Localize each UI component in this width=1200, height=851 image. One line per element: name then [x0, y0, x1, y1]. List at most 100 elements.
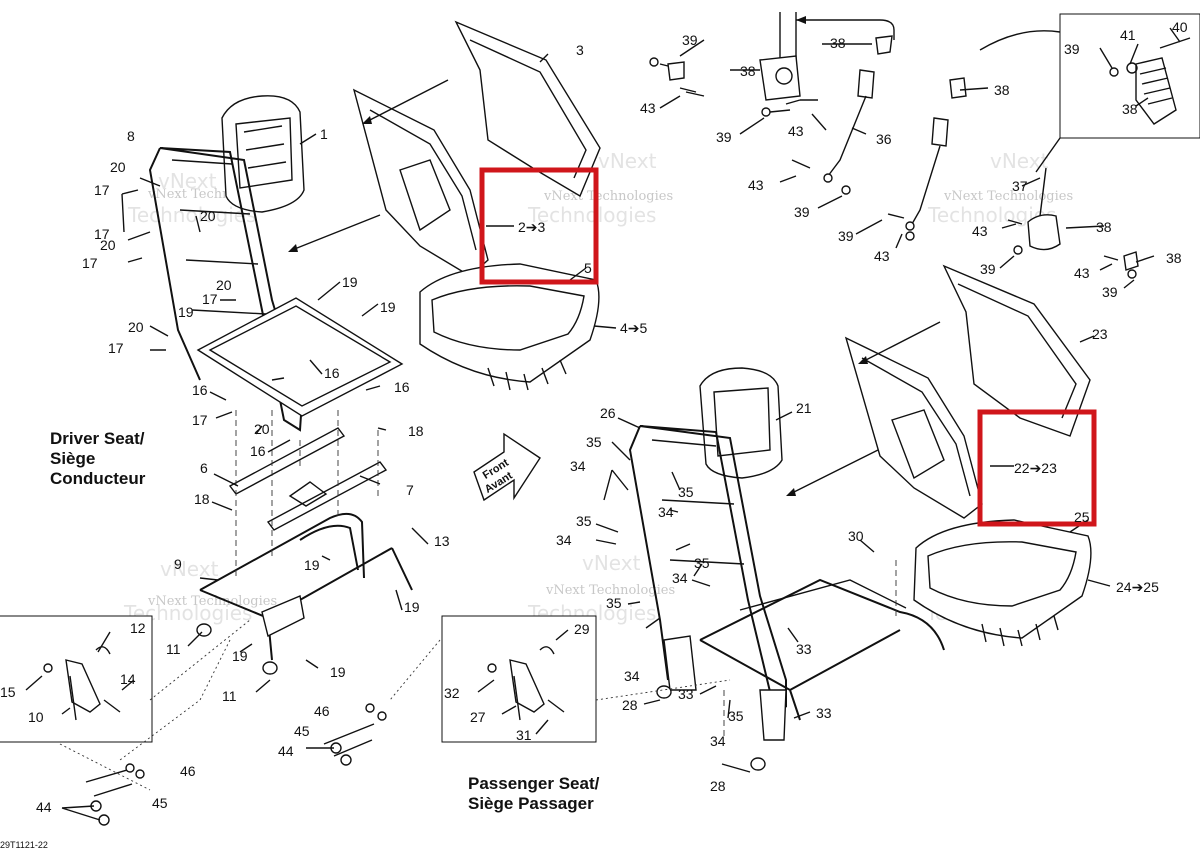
- passenger-seat-back-shell: [844, 336, 983, 519]
- belt-webbing: [1039, 167, 1047, 217]
- driver-rail-latch: [288, 481, 328, 507]
- belt-route-line: [979, 30, 1061, 51]
- seat-belt-assembly: [649, 12, 1200, 279]
- part-label: 15: [0, 684, 16, 700]
- passenger-seat-title: Siège Passager: [468, 794, 594, 813]
- nut: [649, 57, 659, 67]
- belt-anchor-ribs: [1139, 67, 1173, 105]
- part-label: 43: [640, 100, 656, 116]
- driver-support-tube: [299, 524, 359, 571]
- driver-seat-cushion-ribs: [487, 359, 567, 391]
- part-label: 23: [1092, 326, 1108, 342]
- passenger-seat-back-cover: [942, 264, 1091, 437]
- washer: [1126, 62, 1138, 74]
- watermark: vNext Technologies: [545, 583, 675, 598]
- part-label: 39: [794, 204, 810, 220]
- part-label: 35: [678, 484, 694, 500]
- arrow-head: [858, 356, 868, 364]
- bolt-head: [365, 703, 375, 713]
- nut: [1127, 269, 1137, 279]
- passenger-seat-cushion-ribs: [981, 615, 1059, 647]
- part-label: 22➔23: [1014, 460, 1057, 476]
- part-label: 17: [192, 412, 208, 428]
- nut: [98, 814, 110, 826]
- part-label: 11: [166, 641, 181, 657]
- driver-back-frame: [159, 147, 304, 432]
- driver-seat-cushion-top: [431, 285, 585, 351]
- part-label: 27: [470, 709, 486, 725]
- driver-back-frame-rail: [148, 147, 201, 381]
- part-label: 17: [108, 340, 124, 356]
- highlight-box-passenger-back: [977, 409, 1097, 527]
- driver-mount-bracket: [261, 595, 305, 638]
- driver-seat-assembly: [148, 20, 601, 675]
- part-label: 43: [1074, 265, 1090, 281]
- nut: [340, 754, 352, 766]
- driver-seat-title: Siège: [50, 449, 95, 468]
- part-label: 38: [740, 63, 756, 79]
- part-label: 39: [682, 32, 698, 48]
- belt-retractor: [759, 55, 801, 101]
- part-label: 35: [694, 555, 710, 571]
- part-label: 43: [748, 177, 764, 193]
- passenger-seat-back-cover-edge: [957, 283, 1077, 419]
- part-label: 20: [100, 237, 116, 253]
- driver-slide-rail-right: [266, 461, 388, 531]
- part-label: 30: [848, 528, 864, 544]
- part-label: 1: [320, 126, 328, 142]
- part-label: 25: [1074, 509, 1090, 525]
- part-label: 32: [444, 685, 460, 701]
- belt-anchor-detail-box: [1059, 13, 1200, 139]
- belt-route-line: [796, 19, 895, 40]
- nut: [905, 231, 915, 241]
- bolt-pair: [323, 723, 375, 757]
- part-label: 34: [556, 532, 572, 548]
- part-label: 45: [152, 795, 168, 811]
- detail-leader: [1035, 137, 1061, 173]
- driver-headrest: [221, 95, 305, 213]
- nut: [841, 185, 851, 195]
- part-label: 31: [516, 727, 532, 743]
- bolt-head: [135, 769, 145, 779]
- driver-seat-back-cover: [454, 20, 601, 198]
- part-label: 35: [586, 434, 602, 450]
- front-arrow-shape: [473, 432, 541, 502]
- part-label: 46: [314, 703, 330, 719]
- part-label: 16: [192, 382, 208, 398]
- part-label: 18: [408, 423, 424, 439]
- driver-slide-rail-left: [228, 427, 346, 495]
- part-label: 9: [174, 556, 182, 572]
- part-label: 11: [222, 688, 237, 704]
- belt-buckle-strap: [827, 95, 867, 177]
- part-label: 35: [606, 595, 622, 611]
- passenger-explode-lines: [723, 560, 897, 740]
- driver-explode-arrow: [365, 79, 449, 123]
- belt-tongue: [875, 35, 893, 55]
- part-label: 35: [728, 708, 744, 724]
- part-label: 33: [678, 686, 694, 702]
- bolt-head: [377, 711, 387, 721]
- passenger-back-frame-rail: [628, 425, 669, 681]
- driver-explode-lines: [235, 410, 379, 580]
- part-label: 38: [994, 82, 1010, 98]
- watermark: vNext: [160, 557, 219, 581]
- driver-seat-back-cover-edge: [469, 39, 587, 179]
- arrow-head: [786, 488, 796, 496]
- part-label: 37: [1012, 178, 1028, 194]
- part-label: 34: [570, 458, 586, 474]
- belt-bracket: [1123, 251, 1139, 271]
- part-label: 46: [180, 763, 196, 779]
- passenger-seat-cushion: [913, 519, 1092, 639]
- part-labels: 1 2➔3 3 4➔5 5 6 7 8 9 10 11 11 12 13 14 …: [0, 19, 1188, 815]
- arrow-head: [288, 244, 298, 252]
- part-label: 44: [278, 743, 294, 759]
- part-label: 13: [434, 533, 450, 549]
- driver-leaders: [25, 53, 617, 715]
- part-label: 6: [200, 460, 208, 476]
- passenger-bumper: [750, 757, 766, 771]
- belt-bracket: [667, 61, 685, 81]
- part-label: 39: [1102, 284, 1118, 300]
- belt-buckle: [931, 117, 949, 147]
- belt-buckle: [857, 69, 875, 99]
- part-label: 17: [82, 255, 98, 271]
